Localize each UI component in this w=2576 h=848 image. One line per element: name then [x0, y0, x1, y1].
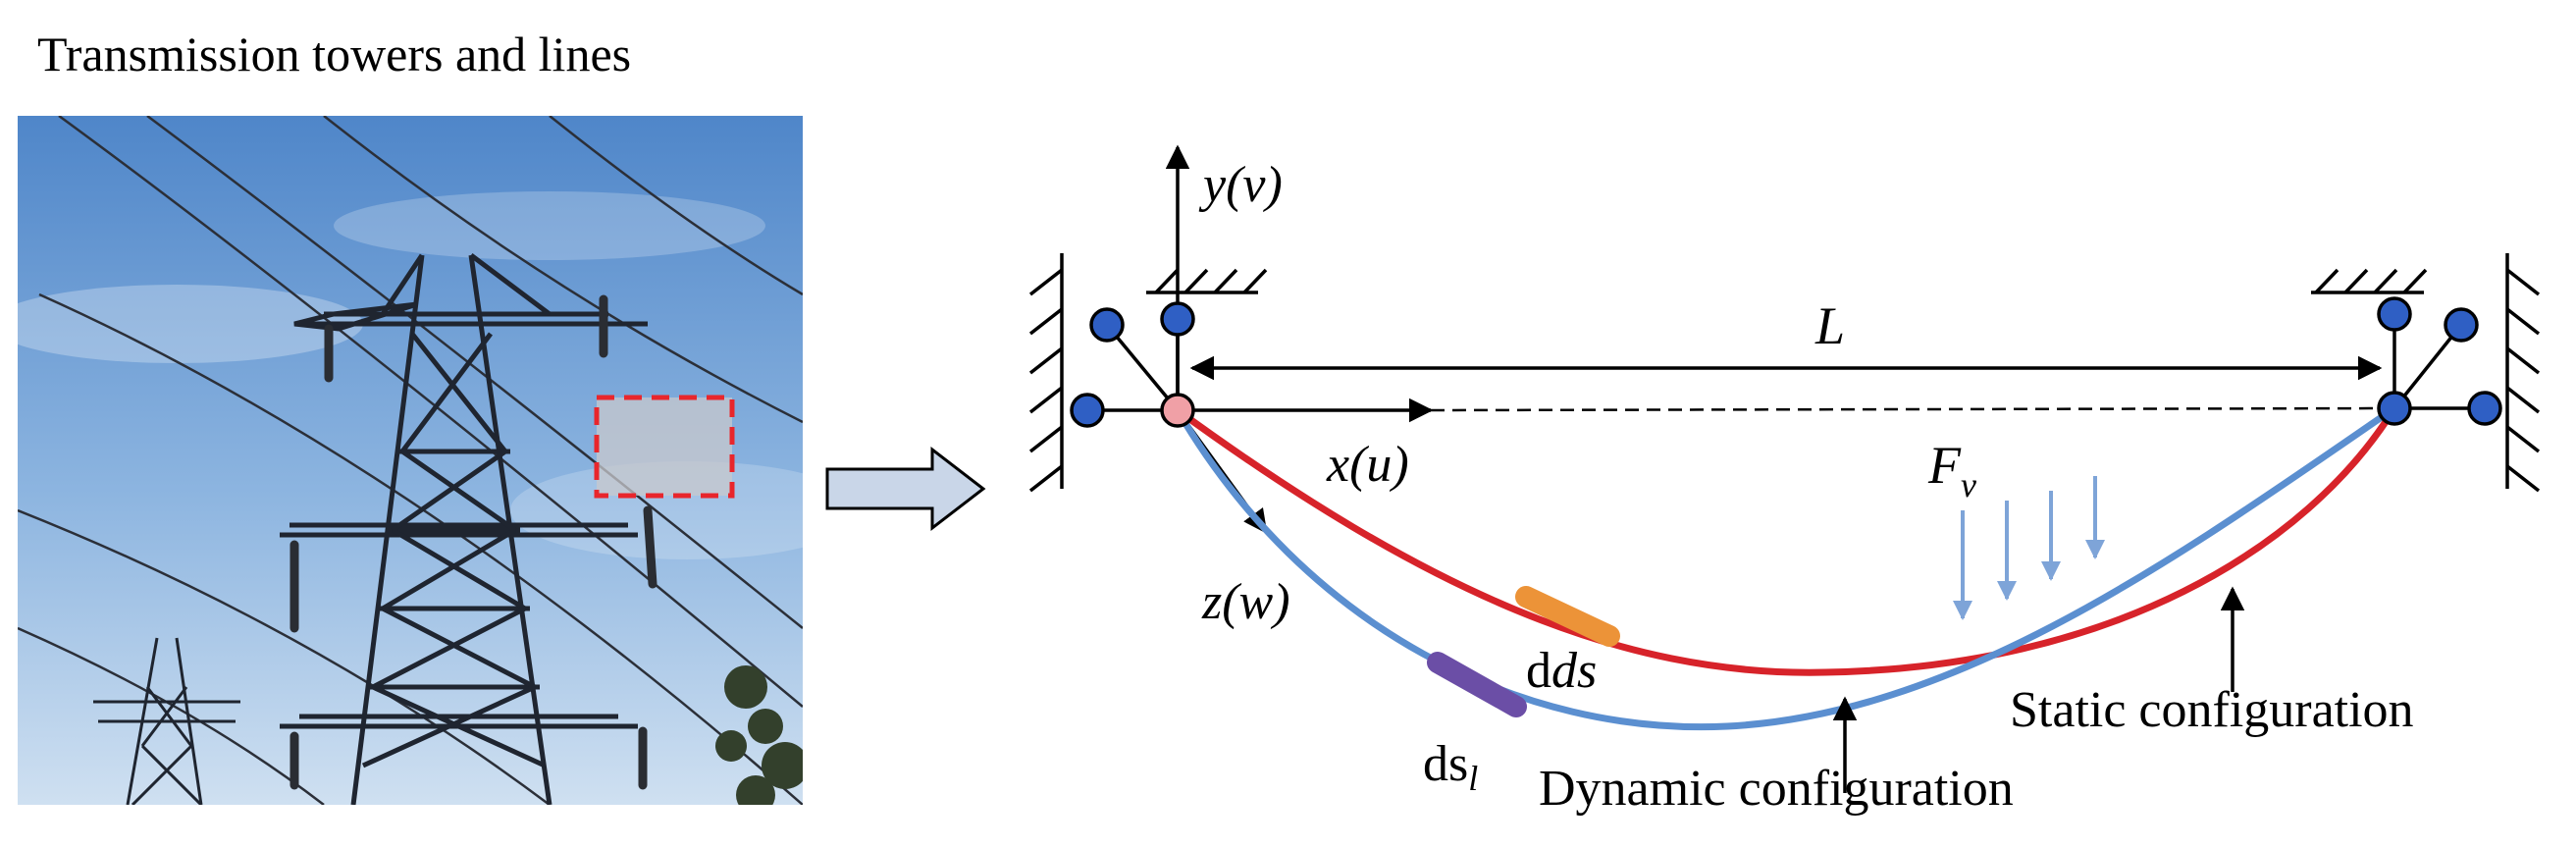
force-label: Fv: [1927, 436, 1976, 504]
static-curve: [1175, 406, 2397, 676]
transition-arrow: [825, 446, 986, 532]
tower-photo: [18, 116, 803, 805]
force-arrows: [1953, 476, 2105, 620]
insulators: [289, 294, 657, 790]
joint: [2467, 391, 2502, 426]
joint: [2377, 391, 2412, 426]
joint: [2377, 296, 2412, 332]
origin-joint: [1160, 393, 1195, 428]
distant-tower: [93, 637, 240, 805]
dynamic-curve: [1174, 405, 2396, 731]
left-support: [1028, 253, 1268, 493]
photo-caption: Transmission towers and lines: [37, 26, 631, 81]
x-axis-label: x(u): [1326, 437, 1409, 493]
joint: [2444, 307, 2479, 343]
power-lines: [18, 116, 803, 805]
static-label: Static configuration: [2010, 682, 2414, 738]
right-support: [2311, 253, 2541, 493]
element-static: [1515, 586, 1620, 647]
y-axis-label: y(v): [1198, 157, 1283, 213]
span-label: L: [1814, 296, 1845, 355]
foliage: [715, 665, 803, 805]
joint: [1070, 393, 1105, 428]
highlight-box: [594, 395, 735, 499]
cable-diagram: y(v) x(u) z(w) L dds dsl Fv: [1028, 144, 2541, 817]
joint: [1089, 307, 1125, 343]
element-dynamic-label: dsl: [1423, 736, 1478, 798]
dynamic-label: Dynamic configuration: [1539, 761, 2014, 817]
chord-line: [1430, 406, 2395, 412]
element-dynamic: [1427, 652, 1527, 717]
joint: [1160, 301, 1195, 337]
main-tower: [280, 253, 648, 805]
joints: [1070, 296, 2502, 428]
element-static-label: dds: [1526, 643, 1597, 699]
z-axis-label: z(w): [1201, 574, 1290, 630]
